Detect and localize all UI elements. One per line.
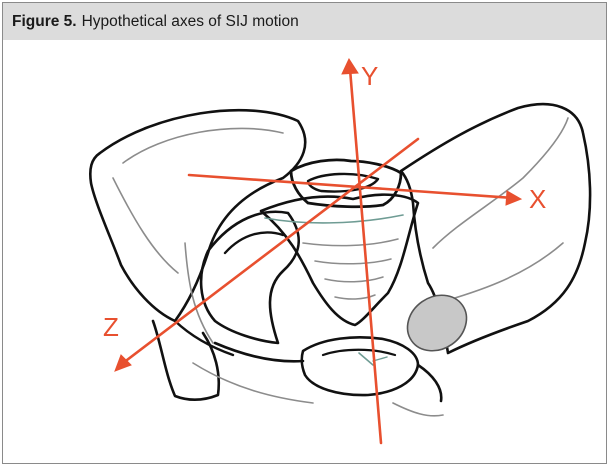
x-axis-arrowhead [506, 191, 521, 205]
x-axis-line [189, 175, 513, 198]
sacral-line-1 [265, 215, 403, 223]
pubic-ramus-outline [215, 343, 441, 401]
pubic-symphysis-line [359, 353, 373, 365]
pelvis-drawing [90, 104, 590, 416]
figure-title: Hypothetical axes of SIJ motion [82, 13, 299, 31]
inner-pelvic-brim [225, 232, 283, 253]
figure-caption: Figure 5. Hypothetical axes of SIJ motio… [3, 3, 606, 40]
obturator-foramen-outline [302, 337, 418, 395]
right-iliac-fossa-line [438, 243, 563, 303]
figure-number: Figure 5. [12, 13, 77, 31]
z-axis-line [123, 139, 418, 363]
y-axis-arrowhead [342, 59, 358, 74]
sacral-line-2 [303, 239, 398, 246]
left-ilium-crest-line [123, 128, 283, 163]
pelvis-diagram: X Y Z [3, 40, 606, 463]
z-axis-label: Z [103, 312, 119, 342]
sacral-line-3 [315, 259, 391, 264]
x-axis-label: X [529, 184, 546, 214]
sacral-line-4 [325, 277, 383, 282]
y-axis-label: Y [361, 61, 378, 91]
lower-outline [193, 363, 443, 416]
left-iliac-fossa-line [113, 178, 178, 273]
left-pubic-ramus-line [185, 243, 213, 343]
y-axis-line [350, 69, 381, 443]
figure-frame: Figure 5. Hypothetical axes of SIJ motio… [2, 2, 607, 464]
sacrum-outline [261, 195, 418, 325]
